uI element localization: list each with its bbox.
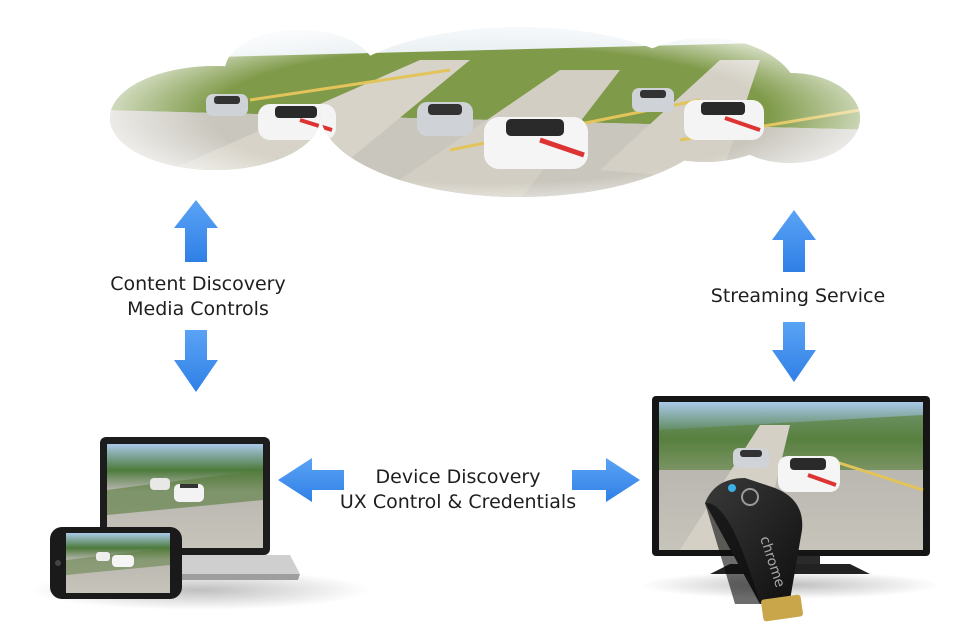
- media-controls-text: Media Controls: [127, 298, 269, 320]
- cloud-video: [110, 27, 860, 197]
- car-icon: [733, 448, 769, 468]
- car-icon: [778, 456, 840, 492]
- device-discovery-label: Device Discovery UX Control & Credential…: [318, 465, 598, 515]
- streaming-service-label: Streaming Service: [688, 284, 908, 309]
- arrow-right-icon: [572, 458, 640, 502]
- chrome-logo-icon: [741, 488, 759, 506]
- arrow-down-left-icon: [174, 330, 218, 392]
- phone-icon: [50, 527, 182, 599]
- arrow-up-left-icon: [174, 200, 218, 262]
- content-discovery-text: Content Discovery: [110, 273, 286, 295]
- streaming-service-text: Streaming Service: [710, 285, 886, 307]
- arrow-up-right-icon: [772, 210, 816, 272]
- device-discovery-text: Device Discovery: [375, 466, 541, 488]
- chromecast-icon: chrome: [705, 478, 803, 622]
- arrow-down-right-icon: [772, 322, 816, 382]
- content-discovery-label: Content Discovery Media Controls: [88, 272, 308, 322]
- tv-icon: [640, 396, 940, 599]
- arrow-left-icon: [278, 458, 344, 502]
- ux-control-text: UX Control & Credentials: [339, 491, 577, 513]
